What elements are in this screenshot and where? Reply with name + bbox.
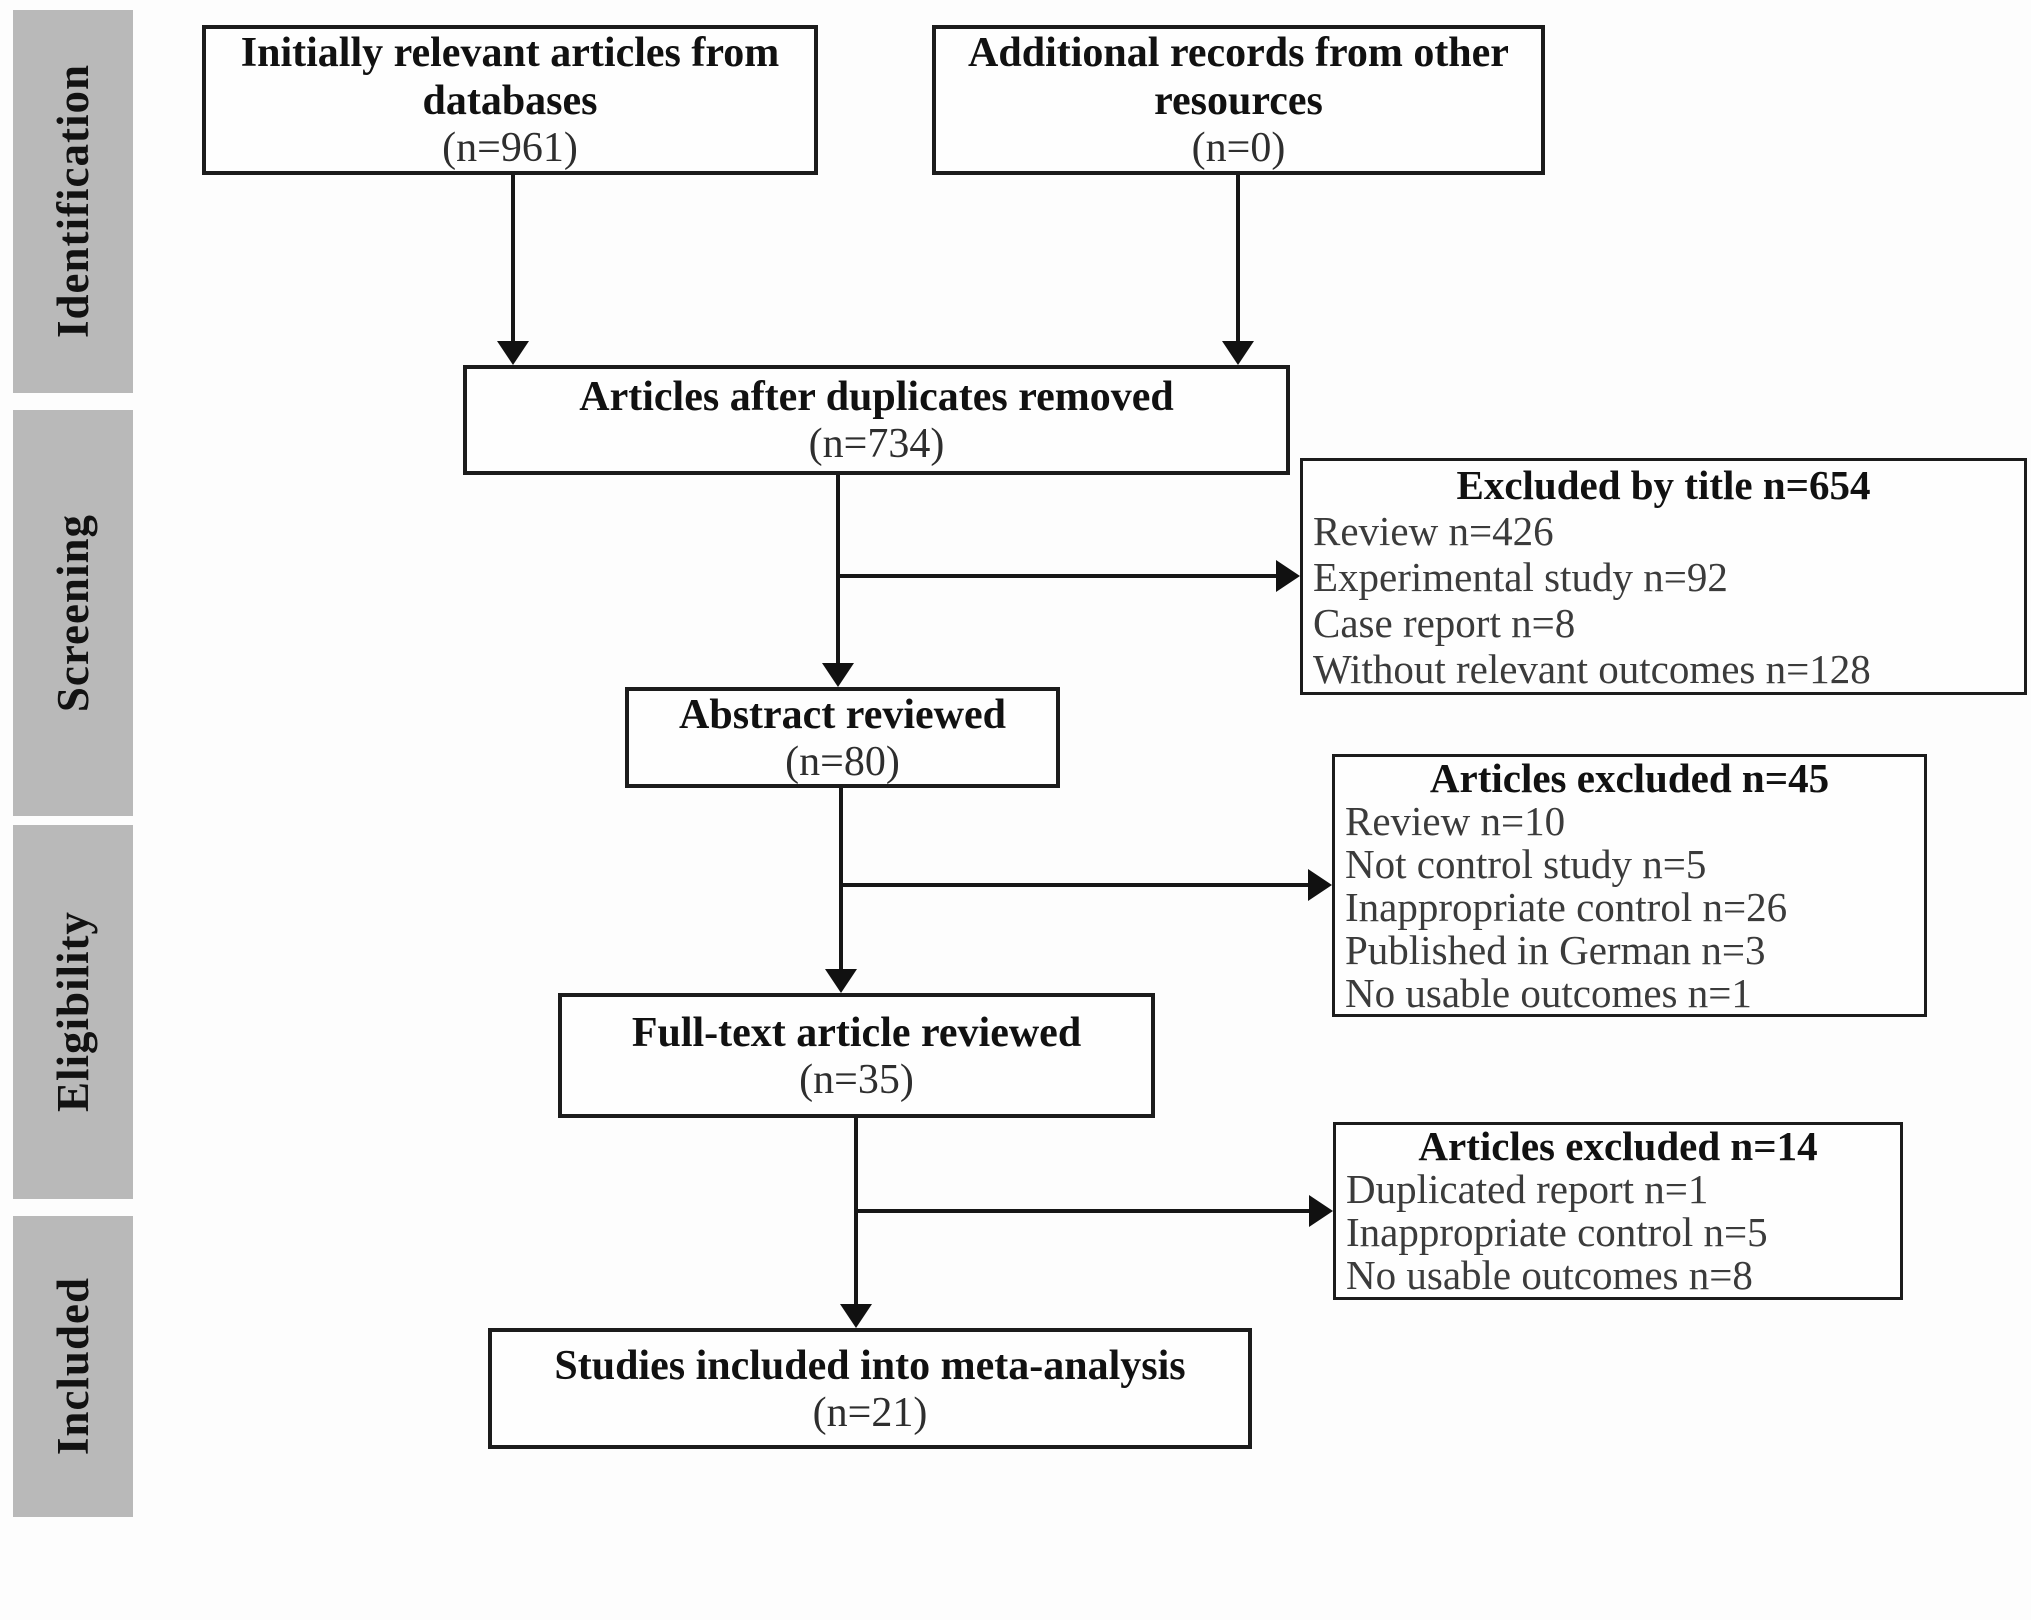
- box-articles-excluded-abstract-heading: Articles excluded n=45: [1429, 754, 1830, 801]
- box-excluded-by-title: Excluded by title n=654 Review n=426 Exp…: [1300, 458, 2027, 695]
- exclusion-item: Review n=10: [1345, 797, 1566, 844]
- box-additional-records-title: Additional records from other resources: [968, 30, 1509, 124]
- arrow-down-icon: [1222, 341, 1254, 365]
- box-after-duplicates-title: Articles after duplicates removed: [579, 374, 1174, 420]
- arrow-right-icon: [1276, 560, 1300, 592]
- box-after-duplicates-count: (n=734): [808, 421, 945, 467]
- branch-excluded-by-title-line: [836, 574, 1278, 578]
- exclusion-item: Inappropriate control n=5: [1346, 1209, 1768, 1255]
- stage-eligibility: Eligibility: [13, 825, 133, 1199]
- box-after-duplicates: Articles after duplicates removed (n=734…: [463, 365, 1290, 475]
- arrow-right-icon: [1308, 869, 1332, 901]
- stage-label-eligibility: Eligibility: [48, 911, 98, 1113]
- connector-duplicates-to-abstract-line: [836, 475, 840, 665]
- box-articles-excluded-fulltext: Articles excluded n=14 Duplicated report…: [1333, 1122, 1903, 1300]
- box-additional-records-count: (n=0): [1191, 125, 1286, 171]
- box-abstract-reviewed: Abstract reviewed (n=80): [625, 687, 1060, 788]
- arrow-down-icon: [822, 663, 854, 687]
- stage-label-screening: Screening: [48, 513, 98, 713]
- box-excluded-by-title-heading: Excluded by title n=654: [1456, 461, 1871, 508]
- box-initial-articles: Initially relevant articles from databas…: [202, 25, 818, 175]
- stage-included: Included: [13, 1216, 133, 1517]
- box-articles-excluded-abstract: Articles excluded n=45 Review n=10 Not c…: [1332, 754, 1927, 1017]
- exclusion-item: No usable outcomes n=1: [1345, 969, 1752, 1016]
- stage-label-identification: Identification: [48, 64, 98, 339]
- stage-label-included: Included: [48, 1277, 98, 1456]
- connector-initial-to-duplicates-line: [511, 175, 515, 343]
- box-abstract-reviewed-title: Abstract reviewed: [679, 691, 1006, 738]
- box-included-studies-title: Studies included into meta-analysis: [554, 1342, 1186, 1389]
- box-abstract-reviewed-count: (n=80): [785, 738, 900, 785]
- arrow-right-icon: [1309, 1195, 1333, 1227]
- arrow-down-icon: [840, 1304, 872, 1328]
- box-fulltext-reviewed-title: Full-text article reviewed: [631, 1009, 1082, 1056]
- arrow-down-icon: [497, 341, 529, 365]
- exclusion-item: Experimental study n=92: [1313, 553, 1728, 600]
- exclusion-item: Duplicated report n=1: [1346, 1166, 1709, 1212]
- branch-excluded-abstract-line: [839, 883, 1310, 887]
- exclusion-item: Review n=426: [1313, 507, 1554, 554]
- exclusion-item: Not control study n=5: [1345, 840, 1707, 887]
- box-additional-records: Additional records from other resources …: [932, 25, 1545, 175]
- stage-screening: Screening: [13, 410, 133, 816]
- exclusion-item: Case report n=8: [1313, 599, 1576, 646]
- box-fulltext-reviewed-count: (n=35): [799, 1056, 914, 1103]
- box-included-studies: Studies included into meta-analysis (n=2…: [488, 1328, 1252, 1449]
- box-articles-excluded-fulltext-heading: Articles excluded n=14: [1418, 1123, 1818, 1169]
- box-initial-articles-count: (n=961): [442, 125, 578, 171]
- exclusion-item: No usable outcomes n=8: [1346, 1252, 1753, 1298]
- box-initial-articles-title: Initially relevant articles from databas…: [240, 30, 780, 124]
- box-fulltext-reviewed: Full-text article reviewed (n=35): [558, 993, 1155, 1118]
- connector-abstract-to-fulltext-line: [839, 788, 843, 971]
- exclusion-item: Published in German n=3: [1345, 926, 1766, 973]
- box-included-studies-count: (n=21): [812, 1389, 928, 1436]
- branch-excluded-fulltext-line: [854, 1209, 1311, 1213]
- exclusion-item: Without relevant outcomes n=128: [1313, 645, 1871, 692]
- exclusion-item: Inappropriate control n=26: [1345, 883, 1788, 930]
- arrow-down-icon: [825, 969, 857, 993]
- stage-identification: Identification: [13, 10, 133, 393]
- connector-additional-to-duplicates-line: [1236, 175, 1240, 343]
